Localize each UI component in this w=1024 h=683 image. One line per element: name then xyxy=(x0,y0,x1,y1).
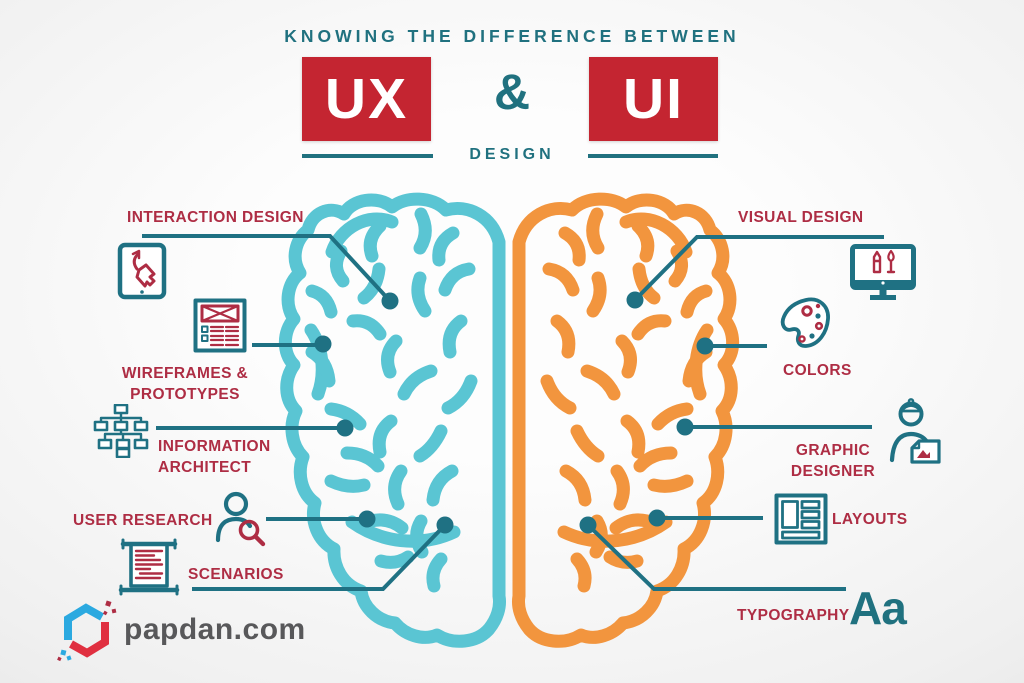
wireframe-icon xyxy=(193,298,247,358)
tablet-touch-icon xyxy=(117,242,167,305)
header-subtitle: DESIGN xyxy=(469,146,555,163)
dot-visual-design xyxy=(626,291,644,309)
dot-wireframes xyxy=(314,335,332,353)
dot-graphic-designer xyxy=(676,418,694,436)
monitor-tools-icon xyxy=(850,244,918,309)
label-typography: TYPOGRAPHY xyxy=(737,607,850,624)
label-wireframes-prototypes: WIREFRAMES & PROTOTYPES xyxy=(118,363,252,405)
dot-information-architect xyxy=(336,419,354,437)
label-visual-design: VISUAL DESIGN xyxy=(738,209,864,226)
label-scenarios: SCENARIOS xyxy=(188,566,284,583)
connector-lines xyxy=(142,234,884,591)
label-graphic-designer: GRAPHIC DESIGNER xyxy=(788,440,878,482)
ux-underline xyxy=(302,154,433,158)
brain-left-hemisphere xyxy=(285,199,499,641)
label-information-architect: INFORMATION ARCHITECT xyxy=(158,436,271,478)
typography-sample: Aa xyxy=(849,582,907,634)
label-colors: COLORS xyxy=(783,362,852,379)
ux-badge: UX xyxy=(302,57,431,141)
dot-layouts xyxy=(648,509,666,527)
label-layouts: LAYOUTS xyxy=(832,511,908,528)
header-kicker: KNOWING THE DIFFERENCE BETWEEN xyxy=(284,26,740,46)
ui-badge: UI xyxy=(589,57,718,141)
dot-colors xyxy=(696,337,714,355)
connector-interaction-design xyxy=(142,234,392,303)
palette-icon xyxy=(778,296,834,359)
sitemap-icon xyxy=(88,403,154,463)
connector-dots xyxy=(314,291,714,534)
layout-grid-icon xyxy=(774,493,828,550)
label-information-line1: INFORMATION xyxy=(158,438,271,455)
user-magnifier-icon xyxy=(210,490,266,555)
brand-text: papdan.com xyxy=(124,613,306,646)
scroll-icon xyxy=(116,538,182,601)
designer-icon xyxy=(884,396,948,477)
label-graphic-line1: GRAPHIC xyxy=(795,442,871,459)
brain-right-hemisphere xyxy=(518,199,732,641)
label-graphic-line2: DESIGNER xyxy=(790,463,876,480)
dot-interaction-design xyxy=(381,292,399,310)
dot-scenarios xyxy=(436,516,454,534)
dot-typography xyxy=(579,516,597,534)
connector-typography xyxy=(586,523,846,591)
label-wireframes-line2: PROTOTYPES xyxy=(130,386,240,403)
ui-underline xyxy=(588,154,718,158)
label-wireframes-line1: WIREFRAMES & xyxy=(121,365,249,382)
connector-scenarios xyxy=(192,523,447,591)
label-information-line2: ARCHITECT xyxy=(158,459,252,476)
label-user-research: USER RESEARCH xyxy=(73,512,213,529)
ampersand: & xyxy=(493,64,531,120)
papdan-logo-icon xyxy=(56,596,118,669)
dot-user-research xyxy=(358,510,376,528)
connector-visual-design xyxy=(633,235,884,302)
label-interaction-design: INTERACTION DESIGN xyxy=(127,209,304,226)
